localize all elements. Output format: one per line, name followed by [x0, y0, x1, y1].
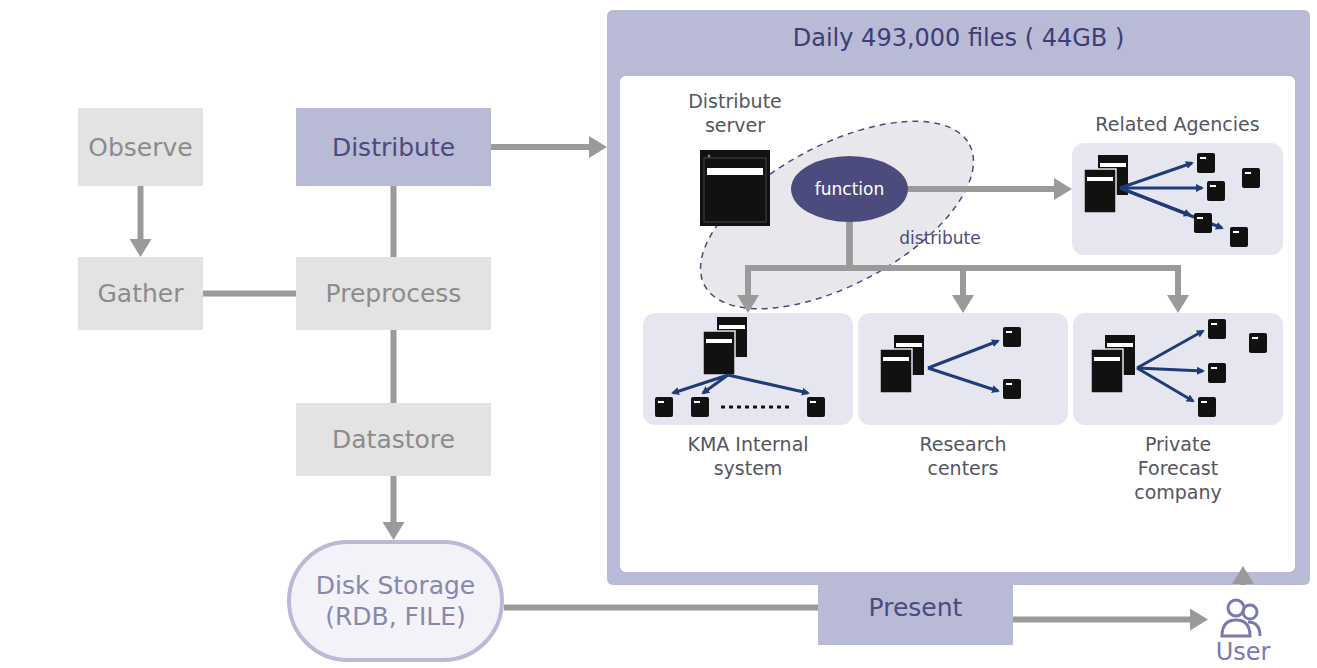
distribution-panel: Daily 493,000 files ( 44GB ) function Rela…	[607, 10, 1310, 585]
node-text: Disk Storage (RDB, FILE)	[291, 570, 500, 633]
storage-pill: Disk Storage (RDB, FILE)	[287, 540, 504, 662]
flow-connector	[1013, 617, 1194, 623]
node-text: Private Forecast company	[1063, 433, 1293, 504]
node-text: Daily 493,000 files ( 44GB )	[607, 24, 1310, 52]
node-text: function	[807, 179, 892, 199]
flow-connector	[491, 144, 593, 150]
agency-box: Research centers	[858, 313, 1068, 425]
node-text: Research centers	[848, 433, 1078, 481]
user-icon: User	[1208, 594, 1278, 666]
agency-box: Private Forecast company	[1073, 313, 1283, 425]
agency-box: Related Agencies	[1072, 143, 1283, 255]
node-text: Distribute	[324, 133, 463, 162]
flow-connector	[1240, 580, 1246, 585]
flow-connector	[850, 222, 964, 299]
node-text: KMA Internal system	[633, 433, 863, 481]
server-illustration	[1072, 143, 1283, 255]
node-text: User	[1198, 638, 1288, 666]
node-text: Preprocess	[318, 279, 470, 308]
flow-connector	[850, 222, 1179, 299]
process-box: Gather	[78, 257, 203, 330]
flow-connector	[203, 291, 296, 297]
node-text: Gather	[90, 279, 192, 308]
process-box: Observe	[78, 108, 203, 186]
flow-connector	[504, 605, 818, 611]
process-box: Datastore	[296, 403, 491, 476]
agency-box: KMA Internal system	[643, 313, 853, 425]
label-text: distribute	[885, 228, 995, 249]
process-box: Distribute	[296, 108, 491, 186]
server-illustration	[858, 313, 1068, 425]
label-text: Distribute server	[672, 90, 798, 138]
flow-connector	[391, 330, 397, 403]
flow-connector	[391, 186, 397, 257]
function-ellipse: function	[791, 156, 908, 222]
node-text: Datastore	[324, 425, 463, 454]
flow-connector	[748, 222, 850, 299]
node-text: Related Agencies	[1062, 113, 1293, 137]
node-text: Observe	[80, 133, 200, 162]
process-box: Preprocess	[296, 257, 491, 330]
server-illustration	[643, 313, 853, 425]
flow-connector	[908, 186, 1058, 192]
node-text: Present	[861, 593, 971, 622]
server-illustration	[1073, 313, 1283, 425]
flow-connector	[391, 476, 397, 526]
flow-connector	[138, 186, 144, 243]
